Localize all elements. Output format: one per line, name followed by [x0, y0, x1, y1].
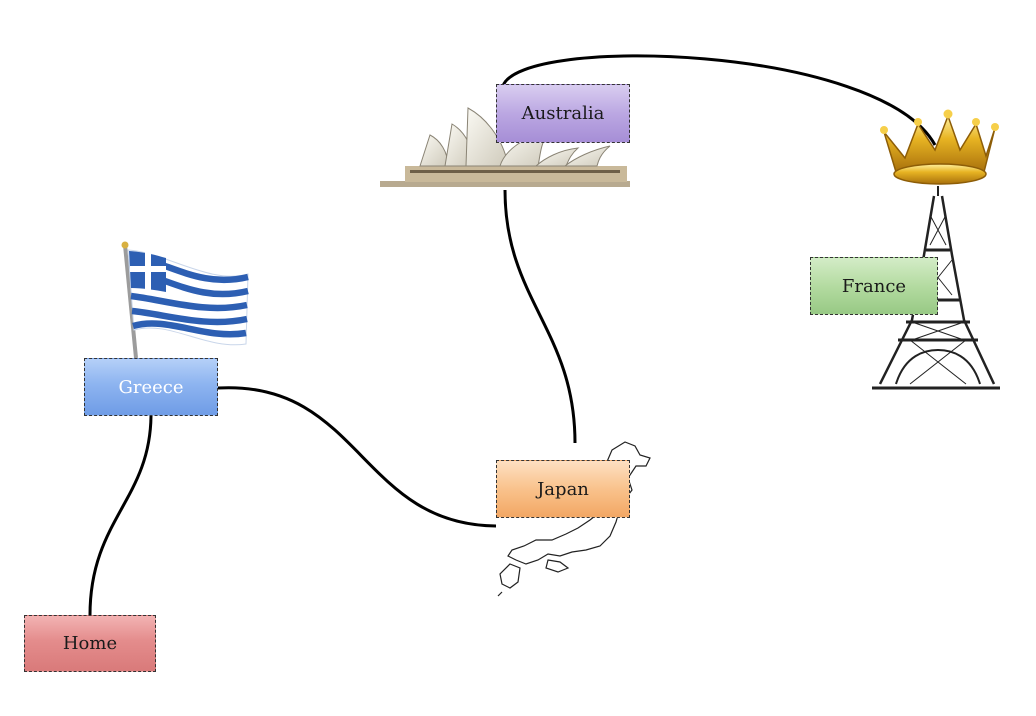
gold-crown-icon [880, 109, 999, 185]
greek-flag-icon [121, 241, 249, 359]
connectors [88, 54, 937, 616]
edge-japan-australia [503, 189, 577, 444]
node-japan[interactable]: Japan [496, 460, 630, 518]
node-greece-label: Greece [118, 376, 184, 398]
node-france[interactable]: France [810, 257, 938, 315]
japan-map-outline-icon [497, 441, 651, 597]
node-japan-label: Japan [537, 478, 589, 500]
node-greece[interactable]: Greece [84, 358, 218, 416]
node-australia-label: Australia [521, 103, 605, 124]
node-home-label: Home [62, 633, 118, 654]
node-france-label: France [841, 275, 907, 297]
node-home[interactable]: Home [24, 615, 156, 672]
node-australia[interactable]: Australia [496, 84, 630, 143]
edge-home-greece [88, 415, 153, 616]
edge-australia-france [501, 54, 937, 146]
sydney-opera-house-icon [380, 107, 630, 187]
edge-greece-japan [217, 386, 497, 528]
